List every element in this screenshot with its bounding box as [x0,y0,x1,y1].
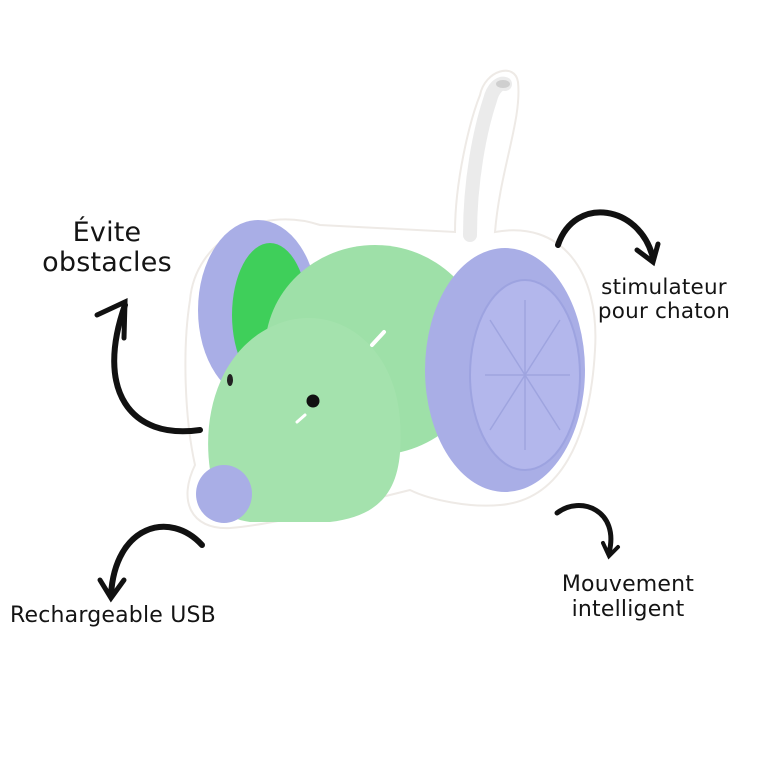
arrow-evite-icon [111,302,203,435]
nose [196,465,252,523]
mouse-head [208,317,401,522]
arrow-usb-icon [108,523,205,598]
feature-label-line: obstacles [42,247,172,279]
arrow-mouv-icon [554,503,614,556]
feature-label-rechargeable-usb: Rechargeable USB [10,603,260,629]
feature-label-line: Évite [72,217,142,248]
feature-label-line: Rechargeable USB [10,603,216,628]
feature-label-mouvement-intelligent: Mouvement intelligent [548,572,708,622]
arrow-stim-icon [555,209,656,261]
feature-label-line: pour chaton [597,299,731,325]
feature-label-line: intelligent [571,596,685,622]
feature-label-line: Mouvement [561,572,695,597]
feature-label-line: stimulateur [601,275,727,300]
eye-icon [306,394,320,408]
feature-label-stimulateur: stimulateur pour chaton [578,275,750,325]
feature-label-evite-obstacles: Évite obstacles [22,217,192,279]
